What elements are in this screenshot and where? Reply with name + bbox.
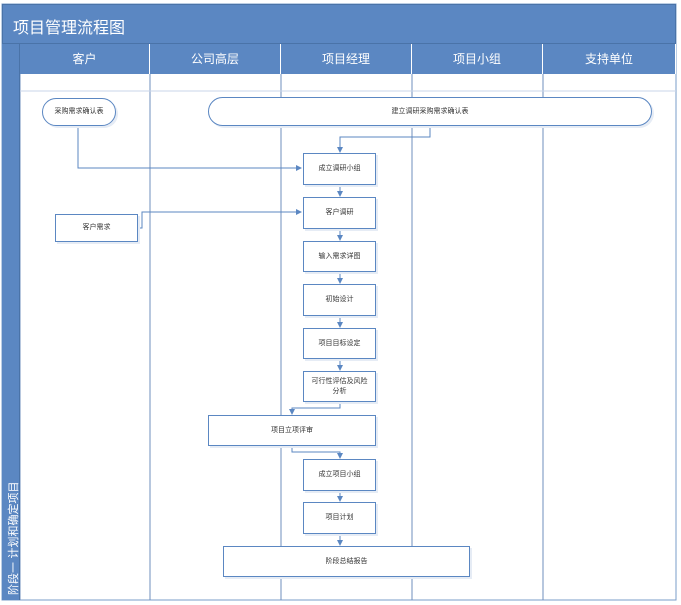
lane-header-customer: 客户 [20,44,150,74]
lane-header-executives: 公司高层 [150,44,281,74]
node-purchase-confirm: 采购需求确认表 [42,98,116,126]
node-customer-request: 客户需求 [55,214,138,242]
phase-bar [2,44,20,600]
node-form-research-team: 成立调研小组 [303,153,376,185]
node-feasibility-line2: 分析 [332,386,347,395]
node-project-approval: 项目立项评审 [208,415,376,446]
node-form-project-team: 成立项目小组 [303,459,376,491]
node-project-goal: 项目目标设定 [303,328,376,359]
phase-label: 阶段一 计划和确定项目 [5,482,21,596]
node-project-plan: 项目计划 [303,502,376,534]
node-input-plan: 输入需求详图 [303,241,376,272]
lane-header-project-team: 项目小组 [412,44,543,74]
node-stage-report: 阶段总结报告 [223,546,470,577]
node-feasibility-line1: 可行性评估及风险 [311,377,368,386]
node-initial-design: 初始设计 [303,284,376,316]
node-feasibility: 可行性评估及风险 分析 [303,371,376,402]
node-research-confirm: 建立调研采购需求确认表 [208,97,652,126]
diagram-title: 项目管理流程图 [13,18,126,37]
title-bar: 项目管理流程图 [2,4,676,44]
lane-header-support: 支持单位 [543,44,676,74]
node-customer-research: 客户调研 [303,197,376,229]
lane-header-project-manager: 项目经理 [281,44,412,74]
